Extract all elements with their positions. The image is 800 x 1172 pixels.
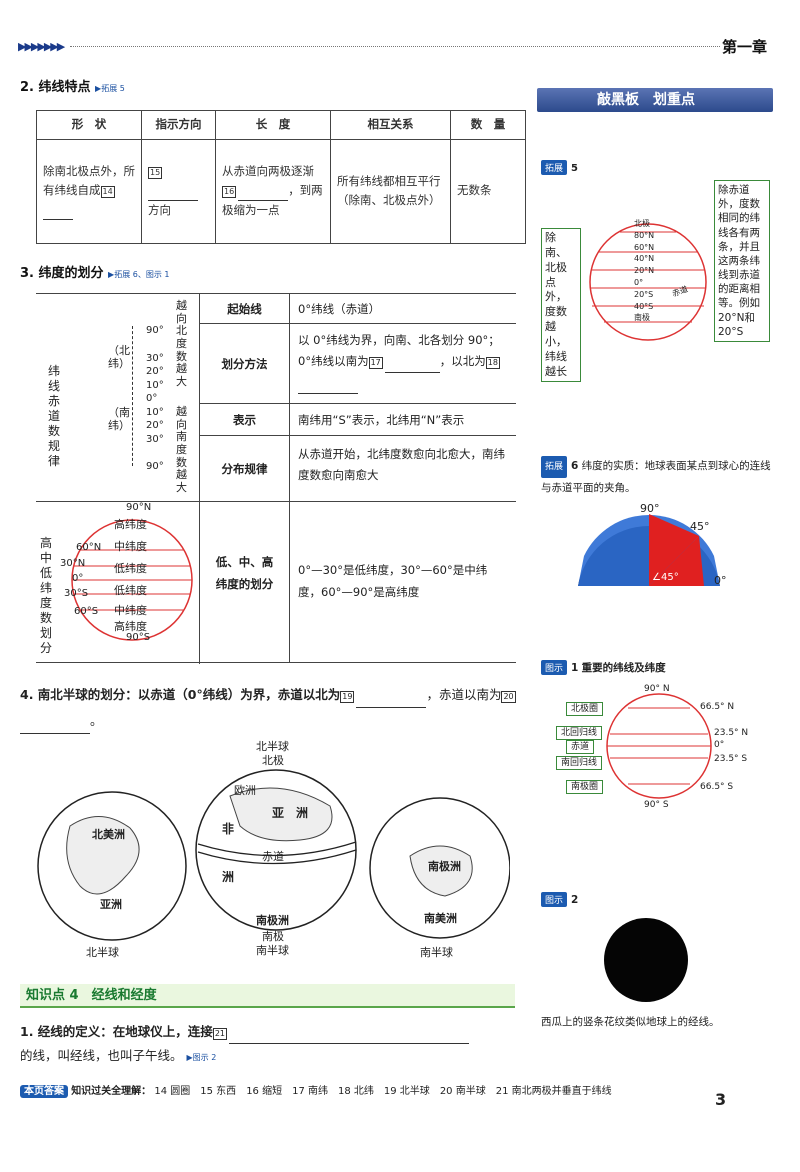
lat-division-block: 纬线赤道数规律 90°30°20°10°0°10°20°30°90° （北纬） … <box>36 293 516 664</box>
zone-low-s: 低纬度 <box>114 584 147 597</box>
fig1-deg-23n: 23.5° N <box>714 728 749 738</box>
row-pattern: 分布规律 从赤道开始，北纬度数愈向北愈大，南纬度数愈向南愈大 <box>200 436 516 502</box>
globe-label-south-pole: 南极 <box>262 930 284 943</box>
zone-low-n: 低纬度 <box>114 562 147 575</box>
page-number: 3 <box>715 1090 727 1109</box>
col-relation: 相互关系 <box>330 110 451 140</box>
fig2-caption: 西瓜上的竖条花纹类似地球上的经线。 <box>541 1016 720 1028</box>
ext5-left-label: 除南、北极点外，度数越小，纬线越长 <box>541 228 581 383</box>
lat-zone-globe <box>71 519 193 641</box>
lat-scale-diagram: 纬线赤道数规律 90°30°20°10°0°10°20°30°90° （北纬） … <box>36 294 200 502</box>
scale-ticks: 90°30°20°10°0°10°20°30°90° <box>146 325 164 472</box>
zone-mid-n: 中纬度 <box>114 540 147 553</box>
lat-zone-diagram: 高中低纬度数划分 90°N 60°N 30°N 0° 30°S 60°S 90°… <box>36 502 200 664</box>
ext6-label-45: 45° <box>690 520 710 533</box>
fig1-deg-90s: 90° S <box>644 800 669 810</box>
col-count: 数 量 <box>450 110 526 140</box>
ext6-label-90: 90° <box>640 502 660 515</box>
globe-label-asia: 亚 洲 <box>272 806 309 820</box>
left-globe-asia: 亚洲 <box>100 898 122 911</box>
globe-label-north-hemisphere: 北半球 <box>256 740 289 753</box>
right-globe-antarctica: 南极洲 <box>428 860 461 873</box>
count-cell: 无数条 <box>450 138 526 244</box>
fig1-antarctic-circle: 南极圈 <box>566 780 604 795</box>
ext6-hemisphere <box>578 514 720 586</box>
row-notation: 表示 南纬用“S”表示，北纬用“N”表示 <box>200 404 516 436</box>
globe-0: 0° <box>72 573 84 584</box>
globe-30n: 30°N <box>60 558 86 569</box>
globe-label-antarctica: 南极洲 <box>256 914 289 927</box>
knowledge-point-4-bar: 知识点 4 经线和经度 <box>20 984 515 1008</box>
globe-label-oceania: 洲 <box>222 870 235 884</box>
relation-cell: 所有纬线都相互平行（除南、北极点外） <box>330 138 451 244</box>
length-cell: 从赤道向两极逐渐16，到两极缩为一点 <box>215 138 331 244</box>
fig1-deg-66n: 66.5° N <box>700 702 735 712</box>
fig1-tropic-cancer: 北回归线 <box>556 726 603 741</box>
section-3-title: 3. 纬度的划分 ▶拓展 6、图示 1 <box>20 266 170 281</box>
section-2-title: 2. 纬线特点 ▶拓展 5 <box>20 80 125 95</box>
globe-label-africa: 非 <box>222 822 235 836</box>
scale-axis <box>132 326 133 466</box>
globe-30s: 30°S <box>64 588 89 599</box>
header-arrows: ▶▶▶▶▶▶▶ <box>18 40 65 53</box>
globe-label-equator: 赤道 <box>262 850 284 863</box>
globe-60s: 60°S <box>74 606 99 617</box>
row-zones: 低、中、高纬度的划分 0°—30°是低纬度，30°—60°是中纬度，60°—90… <box>200 502 516 662</box>
zone-mid-s: 中纬度 <box>114 604 147 617</box>
south-increase-label: 越向南度数越大 <box>176 405 187 494</box>
globe-60n: 60°N <box>76 542 102 553</box>
fig1-arctic-circle: 北极圈 <box>566 702 604 717</box>
zone-high-n: 高纬度 <box>114 518 147 531</box>
globe-label-south-hemisphere: 南半球 <box>256 944 289 957</box>
zone-high-s: 高纬度 <box>114 620 147 633</box>
chapter-title: 第一章 <box>722 38 768 56</box>
globe-label-north-pole: 北极 <box>262 754 284 767</box>
fig1-globe <box>606 693 712 799</box>
globe-90n: 90°N <box>126 502 152 513</box>
page-answers: 本页答案 知识过关全理解： 14 圆圈 15 东西 16 缩短 17 南纬 18… <box>20 1082 700 1102</box>
row-start: 起始线 0°纬线（赤道） <box>200 294 516 324</box>
fig1-equator: 赤道 <box>566 740 595 755</box>
left-globe-caption: 北半球 <box>86 946 119 959</box>
fig2-watermelon-image <box>604 918 688 1002</box>
col-length: 长 度 <box>215 110 331 140</box>
right-globe-south-america: 南美洲 <box>424 912 457 925</box>
fig1-deg-0: 0° <box>714 740 725 750</box>
row-head-rule: 纬线赤道数规律 <box>48 364 61 468</box>
lat-division-rows: 起始线 0°纬线（赤道） 划分方法 以 0°纬线为界，向南、北各划分 90°；0… <box>200 294 516 662</box>
col-shape: 形 状 <box>36 110 142 140</box>
globe-90s: 90°S <box>126 632 151 643</box>
col-direction: 指示方向 <box>141 110 216 140</box>
sidebar-header: 敲黑板 划重点 <box>537 88 773 112</box>
north-label: （北纬） <box>108 344 130 371</box>
ext5-globe <box>589 223 707 341</box>
header-rule <box>70 46 720 47</box>
globe-label-europe: 欧洲 <box>234 784 256 797</box>
hemisphere-globes <box>37 769 510 941</box>
left-globe-north-america: 北美洲 <box>92 828 125 841</box>
ext5-right-label: 除赤道外，度数相同的纬线各有两条，并且这两条纬线到赤道的距离相等。例如20°N和… <box>714 180 770 342</box>
ext6-angle-label: ∠45° <box>652 572 679 583</box>
ext6-label-0: 0° <box>714 574 727 587</box>
right-globe-caption: 南半球 <box>420 946 453 959</box>
fig1-deg-23s: 23.5° S <box>714 754 748 764</box>
fig1-deg-66s: 66.5° S <box>700 782 734 792</box>
row-head-zones: 高中低纬度数划分 <box>40 536 53 655</box>
south-label: （南纬） <box>108 406 130 433</box>
fig1-tropic-capricorn: 南回归线 <box>556 756 603 771</box>
fig1-deg-90n: 90° N <box>644 684 670 694</box>
north-increase-label: 越向北度数越大 <box>176 299 187 388</box>
